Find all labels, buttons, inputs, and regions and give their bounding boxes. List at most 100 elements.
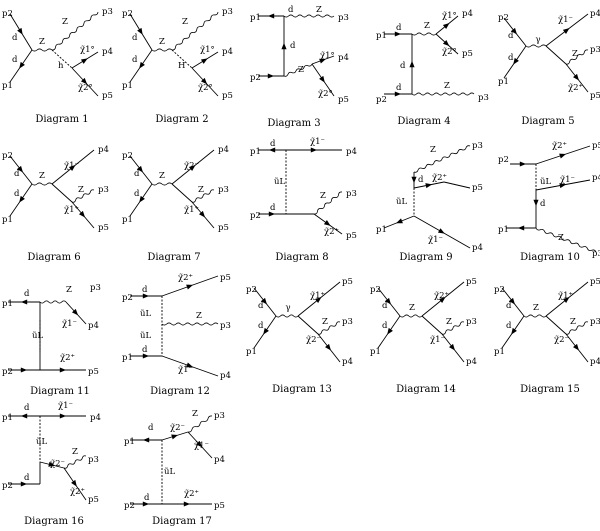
arrow-icon <box>314 296 322 304</box>
particle-label: χ̃1⁻ <box>194 440 209 451</box>
boson-line <box>31 48 53 52</box>
particle-label: p2 <box>122 151 133 161</box>
particle-label: d <box>258 301 264 311</box>
particle-label: χ̃2⁺ <box>184 488 199 499</box>
diagram-caption: Diagram 13 <box>272 384 332 395</box>
particle-label: χ̃1⁻ <box>178 364 193 375</box>
arrow-icon <box>267 73 275 79</box>
boson-line <box>71 189 95 203</box>
boson-line <box>151 182 173 186</box>
fermion-line <box>443 181 471 189</box>
particle-label: p1 <box>498 77 509 87</box>
arrow-icon <box>573 73 579 81</box>
arrow-icon <box>442 22 450 30</box>
particle-label: p4 <box>590 357 600 367</box>
boson-line <box>399 314 423 318</box>
arrow-icon <box>188 164 196 172</box>
arrow-icon <box>394 91 402 97</box>
arrow-icon <box>142 437 150 443</box>
particle-label: p1 <box>494 347 505 357</box>
boson-line <box>151 48 173 52</box>
particle-label: p3 <box>472 141 483 151</box>
particle-label: d <box>396 83 402 93</box>
arrow-icon <box>509 297 515 305</box>
particle-label: χ̃2⁺ <box>178 272 193 283</box>
particle-label: Z <box>182 17 188 27</box>
particle-label: p4 <box>102 47 113 57</box>
boson-line <box>313 191 343 215</box>
arrow-icon <box>268 211 276 217</box>
arrow-icon <box>511 327 517 335</box>
particle-label: p4 <box>592 173 600 183</box>
particle-label: p5 <box>592 141 600 151</box>
arrow-icon <box>517 225 525 231</box>
boson-line <box>565 321 589 335</box>
arrow-icon <box>261 297 267 305</box>
fermion-line <box>297 315 319 335</box>
diagram-caption: Diagram 8 <box>275 252 328 263</box>
particle-label: p4 <box>472 243 483 253</box>
particle-label: χ̃1⁺ <box>184 204 199 215</box>
arrow-icon <box>573 343 579 351</box>
arrow-icon <box>137 27 143 35</box>
boson-line <box>317 321 341 335</box>
arrow-icon <box>17 27 23 35</box>
particle-label: p4 <box>214 455 225 465</box>
particle-label: Z <box>446 317 452 327</box>
particle-label: Z <box>198 185 204 195</box>
arrow-icon <box>19 195 25 203</box>
particle-label: χ̃1⁺ <box>558 290 573 301</box>
particle-label: p3 <box>466 317 477 327</box>
particle-label: d <box>540 199 546 209</box>
particle-label: p2 <box>250 73 261 83</box>
particle-label: p5 <box>214 501 225 511</box>
particle-label: χ̃1° <box>320 50 335 61</box>
boson-line <box>413 145 471 173</box>
arrow-icon <box>139 195 145 203</box>
arrow-icon <box>411 176 417 184</box>
particle-label: d <box>290 41 296 51</box>
particle-label: χ̃1⁻ <box>560 174 575 185</box>
particle-label: d <box>288 5 294 15</box>
fermion-line <box>51 183 73 203</box>
particle-label: p4 <box>462 9 473 19</box>
particle-label: p4 <box>342 357 353 367</box>
boson-line <box>63 455 87 469</box>
particle-label: p1 <box>498 225 509 235</box>
particle-label: χ̃1⁺ <box>64 204 79 215</box>
particle-label: χ̃1⁻ <box>58 400 73 411</box>
arrow-icon <box>68 164 76 172</box>
particle-label: χ̃1⁻ <box>558 14 573 25</box>
particle-label: p2 <box>124 501 135 511</box>
particle-label: h <box>58 61 64 71</box>
boson-line <box>275 314 299 318</box>
particle-label: Z <box>39 37 45 47</box>
particle-label: p2 <box>2 481 13 491</box>
arrow-icon <box>263 327 269 335</box>
particle-label: p3 <box>222 7 233 17</box>
diagram-caption: Diagram 6 <box>27 252 80 263</box>
boson-line <box>39 300 67 304</box>
particle-label: Z <box>316 5 322 15</box>
particle-label: χ̃1⁻ <box>430 334 445 345</box>
arrow-icon <box>562 296 570 304</box>
particle-label: p4 <box>218 145 229 155</box>
particle-label: d <box>132 55 138 65</box>
arrow-icon <box>80 77 88 85</box>
boson-line <box>51 11 99 51</box>
particle-label: d <box>12 55 18 65</box>
particle-label: p3 <box>220 321 231 331</box>
particle-label: d <box>258 321 264 331</box>
particle-label: d <box>134 189 140 199</box>
particle-label: p4 <box>346 147 357 157</box>
arrow-icon <box>20 481 28 487</box>
particle-label: p5 <box>220 273 231 283</box>
particle-label: p4 <box>590 9 600 19</box>
